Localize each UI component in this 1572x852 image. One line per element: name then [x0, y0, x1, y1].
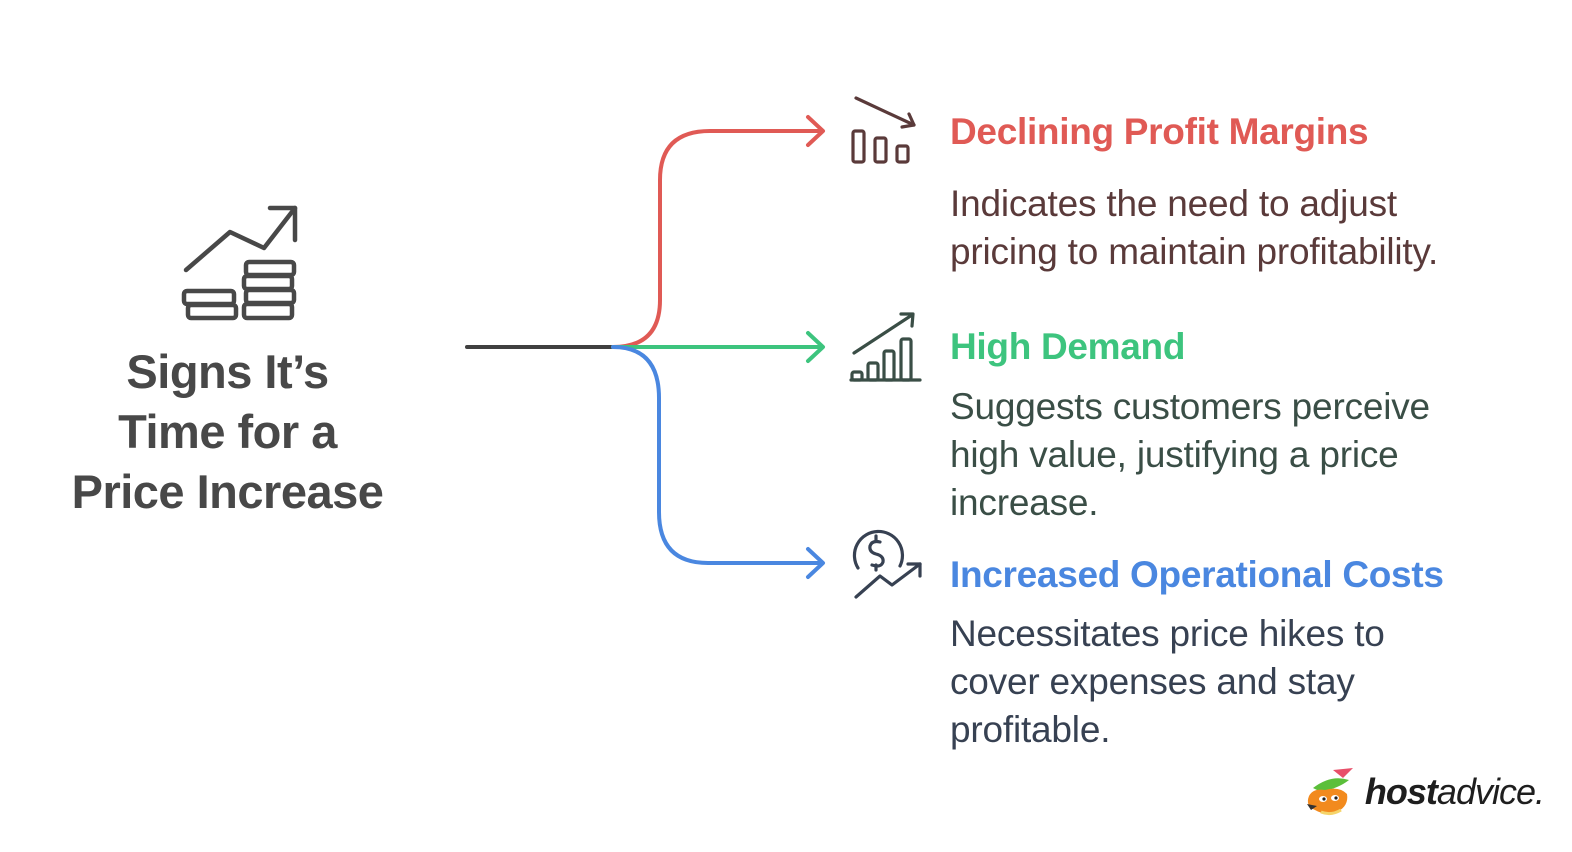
description-line: cover expenses and stay [950, 661, 1355, 702]
growth-bar-chart-icon [849, 312, 922, 382]
description-line: Indicates the need to adjust [950, 183, 1397, 224]
declining-bar-chart-icon [851, 96, 916, 164]
description-line: increase. [950, 482, 1099, 523]
branch-description-operational-costs: Necessitates price hikes to cover expens… [950, 610, 1550, 754]
description-line: Necessitates price hikes to [950, 613, 1385, 654]
branch-high-demand: High Demand Suggests customers perceive … [950, 325, 1550, 527]
arrowhead-operational-costs [806, 547, 825, 579]
fox-mascot-icon [1306, 768, 1353, 816]
branch-declining-profit: Declining Profit Margins Indicates the n… [950, 110, 1550, 276]
logo-light-part: advice. [1436, 771, 1545, 812]
branch-heading-high-demand: High Demand [950, 326, 1186, 367]
price-growth-coins-icon [181, 205, 298, 321]
logo-wordmark: hostadvice. [1364, 771, 1545, 813]
arrowhead-high-demand [806, 331, 825, 363]
branch-description-high-demand: Suggests customers perceive high value, … [950, 383, 1550, 527]
branch-heading-declining-profit: Declining Profit Margins [950, 111, 1369, 152]
title-line-3: Price Increase [71, 465, 384, 518]
description-line: profitable. [950, 709, 1111, 750]
logo-bold-part: host [1364, 771, 1438, 812]
description-line: pricing to maintain profitability. [950, 231, 1439, 272]
branch-line-operational-costs [611, 345, 824, 565]
branch-description-declining-profit: Indicates the need to adjust pricing to … [950, 180, 1550, 276]
branch-heading-operational-costs: Increased Operational Costs [950, 554, 1444, 595]
diagram-title: Signs It’s Time for a Price Increase [40, 342, 415, 522]
description-line: high value, justifying a price [950, 434, 1399, 475]
title-line-2: Time for a [118, 405, 337, 458]
dollar-rising-trend-icon [852, 529, 922, 599]
description-line: Suggests customers perceive [950, 386, 1430, 427]
title-line-1: Signs It’s [126, 345, 329, 398]
branch-line-declining-profit [611, 129, 824, 349]
branch-operational-costs: Increased Operational Costs Necessitates… [950, 553, 1550, 754]
hostadvice-logo: hostadvice. [1303, 766, 1545, 818]
arrowhead-declining-profit [806, 115, 825, 147]
